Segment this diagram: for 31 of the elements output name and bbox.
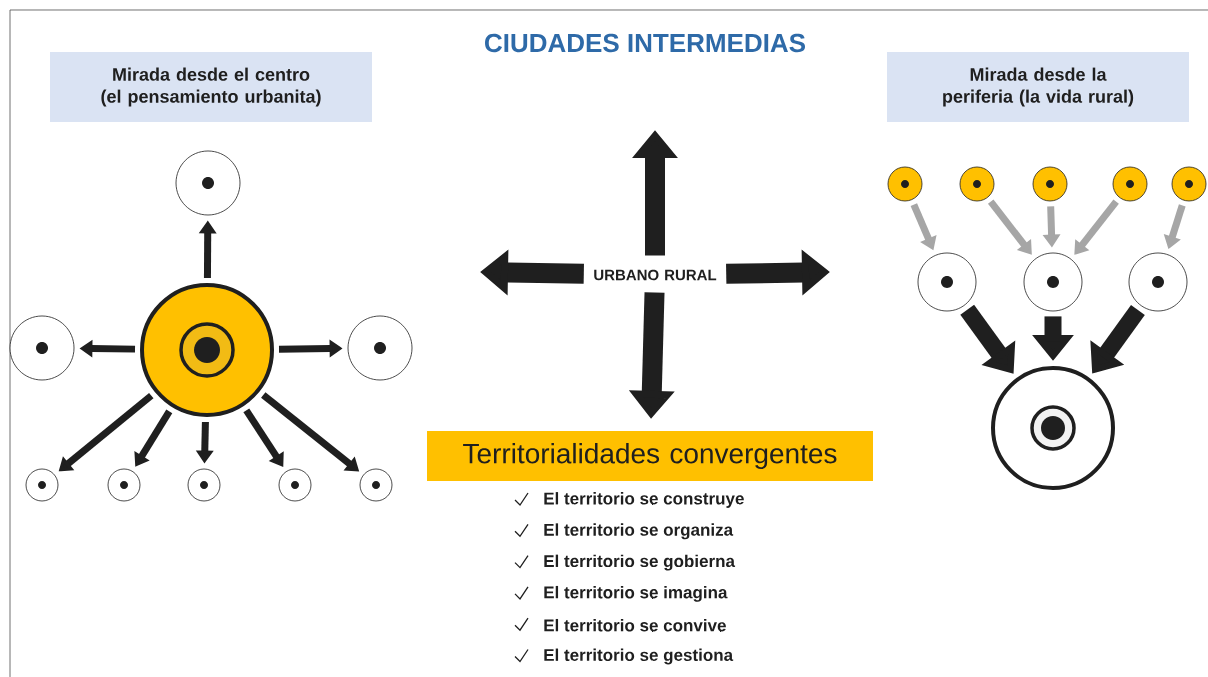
dot-circle — [107, 468, 141, 502]
title: CIUDADES INTERMEDIAS — [485, 33, 805, 53]
concentric-circle — [991, 366, 1115, 490]
dot-circle — [1128, 252, 1188, 312]
center-label: URBANO RURAL — [594, 269, 717, 281]
list-item: El territorio se imagina — [544, 585, 728, 602]
dot-circle — [187, 468, 221, 502]
dot-circle — [347, 315, 413, 381]
list-item: El territorio se convive — [544, 618, 726, 632]
list-item: El territorio se gobierna — [544, 554, 736, 571]
heading-box: Mirada desde el centro (el pensamiento urbanita) — [50, 52, 372, 122]
arrow — [987, 199, 1032, 255]
title-box: Territorialidades convergentes — [427, 431, 873, 481]
arrow — [243, 408, 284, 467]
list-item: El territorio se gestiona — [544, 648, 734, 665]
concentric-circle — [140, 283, 274, 417]
dot-circle — [9, 315, 75, 381]
dot-circle — [1171, 166, 1207, 202]
dot-circle — [25, 468, 59, 502]
dot-circle — [887, 166, 923, 202]
dot-circle — [278, 468, 312, 502]
dot-circle — [917, 252, 977, 312]
dot-circle — [1032, 166, 1068, 202]
dot-circle — [359, 468, 393, 502]
arrow — [1074, 199, 1119, 255]
dot-circle — [175, 150, 241, 216]
heading-box: Mirada desde la periferia (la vida rural) — [887, 52, 1189, 122]
dot-circle — [1112, 166, 1148, 202]
dot-circle — [1023, 252, 1083, 312]
dot-circle — [959, 166, 995, 202]
list-item: El territorio se organiza — [544, 523, 734, 540]
